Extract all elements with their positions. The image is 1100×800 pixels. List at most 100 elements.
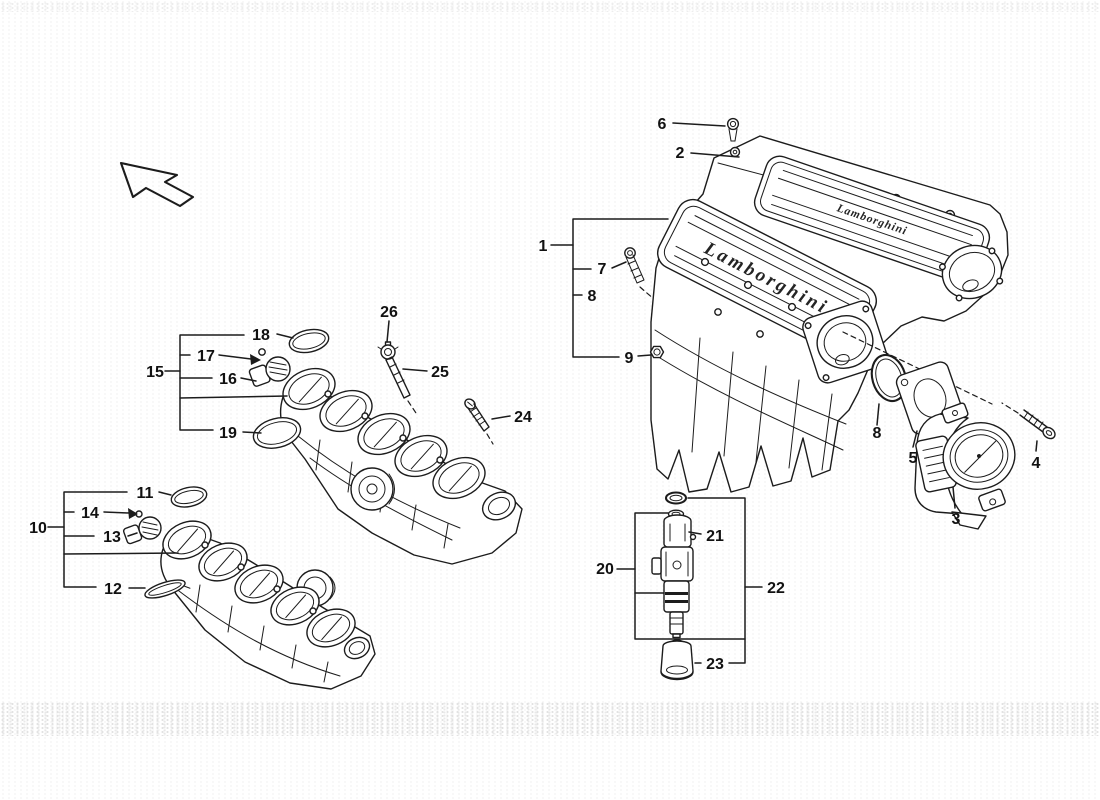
callout-2: 2 [676,145,685,162]
callout-23: 23 [706,656,724,673]
leader-13 [63,532,138,537]
callout-4: 4 [1032,455,1041,472]
callout-17: 17 [197,348,215,365]
throttle-body-part3 [914,402,1016,530]
injector-oring [664,491,688,505]
vacuum-bell-cap [329,576,336,600]
bracket-1 [572,218,669,358]
inlet-ring-front [802,300,888,384]
tps-screw-part17 [258,348,266,356]
leader-8b [876,403,880,426]
leader-9 [637,354,652,357]
injector-cup-part23 [660,640,694,681]
fuel-injector-assembly [651,491,697,681]
throttle-body-assembly [842,331,1056,530]
callout-10: 10 [29,520,47,537]
screw-part24 [464,398,494,445]
paper-texture-bottom [0,702,1100,736]
row-end-cap [481,491,517,521]
actuator-hub [366,483,378,495]
callout-21: 21 [706,528,724,545]
nut-part9 [649,345,665,359]
callout-8a: 8 [588,288,597,305]
runner-struts [691,337,833,471]
bracket-15-tie [179,395,288,399]
callout-7: 7 [598,261,607,278]
callout-14: 14 [81,505,99,522]
leader-4 [1035,440,1038,452]
leader-25 [402,368,428,372]
tps-sensor-part16 [248,348,291,387]
bracket-10 [63,491,128,588]
callout-9: 9 [625,350,634,367]
bracket-10-tie [63,552,179,555]
callout-13: 13 [103,529,121,546]
callout-labels: 6 2 1 7 8 9 8 5 3 4 26 18 17 15 16 25 24… [29,116,1040,673]
injector-clip-part21 [663,514,697,550]
lower-end-cap [343,636,371,660]
leader-21 [688,531,702,535]
bolt-part7 [624,247,645,284]
callout-19: 19 [219,425,237,442]
leader-5 [912,430,918,448]
actuator-ring [358,475,386,503]
actuator-drum [350,467,394,511]
runner-bores [162,520,356,648]
leader-17 [179,354,252,360]
callout-22: 22 [767,580,785,597]
leader-24 [491,415,511,420]
direction-arrow-icon [119,161,195,208]
callout-1: 1 [539,238,548,255]
leader-18 [276,333,294,339]
callout-26: 26 [380,304,398,321]
leader-3 [952,486,956,509]
leader-7 [572,261,627,270]
leader-14-arrowhead [128,508,138,519]
callout-15: 15 [146,364,164,381]
callout-3: 3 [952,511,961,528]
actuator-cap [388,473,395,505]
callout-12: 12 [104,581,122,598]
leader-26 [386,320,390,343]
throttle-bores [282,367,486,500]
callout-6: 6 [658,116,667,133]
leader-2 [690,152,740,158]
fitting-part26 [377,341,399,360]
callout-5: 5 [909,450,918,467]
leader-17-arrowhead [250,354,261,365]
leader-11 [158,491,172,496]
runner-seam2 [659,357,844,451]
bracket-20 [634,512,746,640]
injector-body-part20 [651,546,694,647]
callout-16: 16 [219,371,237,388]
lower-manifold-assembly [122,486,376,690]
bracket-22 [687,497,746,664]
callout-brackets [47,122,1038,664]
oring-part8 [870,353,908,403]
map-sensor-part13 [122,510,162,545]
bolt4-axis-dashed [1001,402,1019,414]
leader-19 [242,431,262,434]
oring-part11 [170,486,208,508]
gasket-part12 [144,579,191,599]
leader-14 [63,511,130,514]
runner-seam [654,329,847,425]
leader-6 [672,122,726,127]
paper-texture-top [0,2,1100,12]
assembly-axis-dashed [842,331,993,405]
callout-20: 20 [596,561,614,578]
bolt-part4 [1019,409,1056,440]
bracket-15 [179,334,245,431]
inlet-ring-right [938,244,1004,302]
rear-ribbed-panel: Lamborghini [753,155,991,285]
throttle-row-body [279,385,523,565]
gasket-part19 [252,417,302,449]
cover-screw-part6 [726,117,740,142]
lower-ribs [195,584,329,683]
stud-part25 [385,356,417,414]
callout-11: 11 [137,485,154,502]
throttle-bodies-assembly [248,328,523,565]
main-manifold-assembly: Lamborghini Lamborghini [624,117,1009,493]
